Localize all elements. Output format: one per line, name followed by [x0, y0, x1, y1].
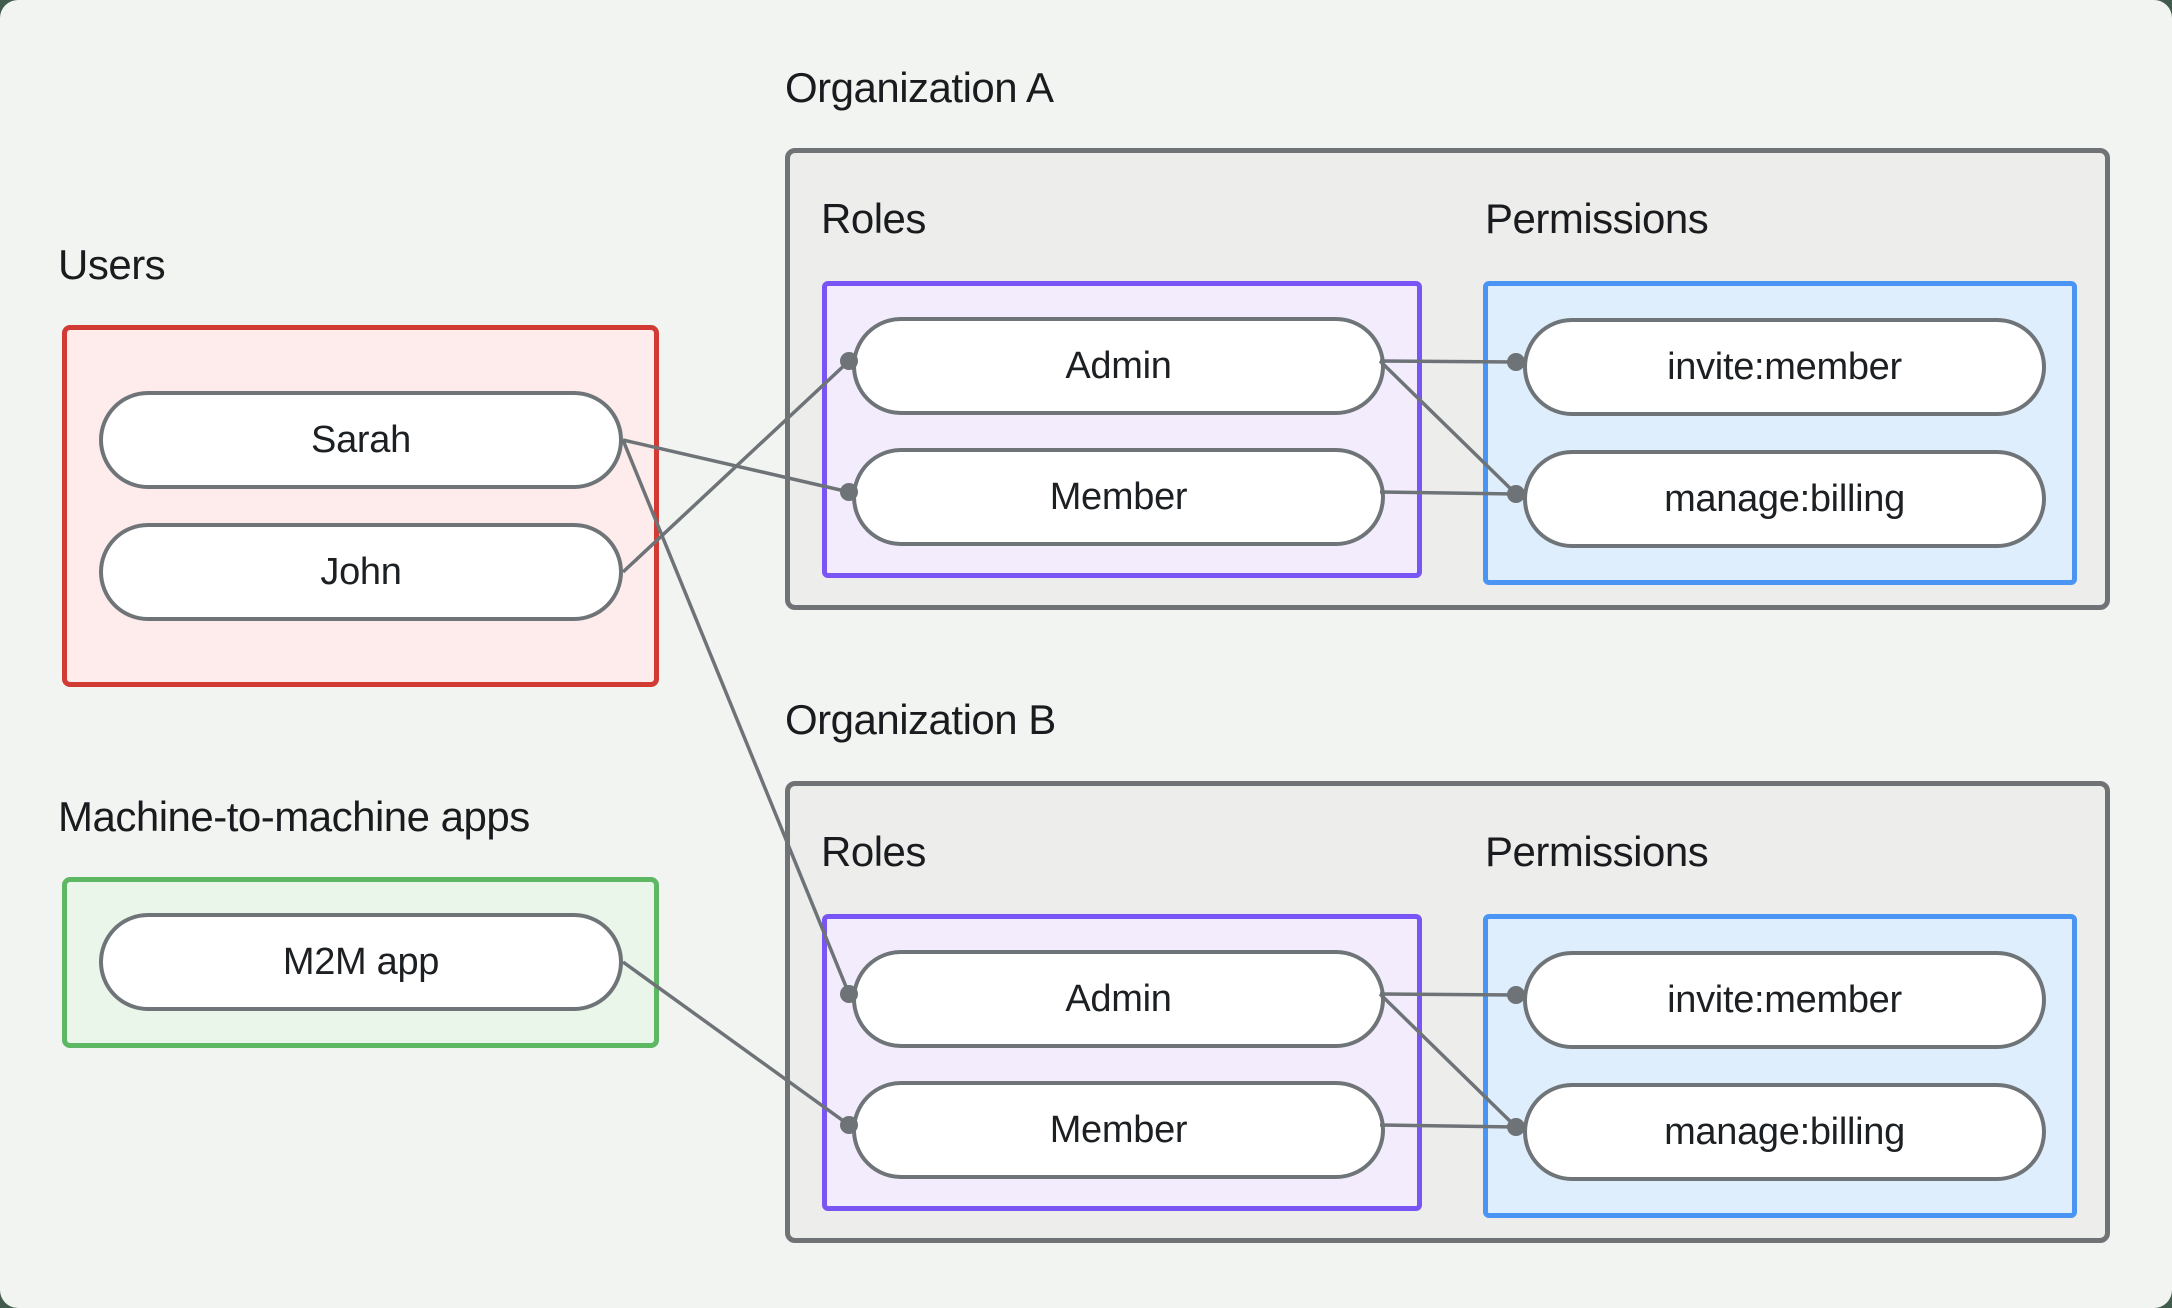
user-pill-john-label: John [320, 550, 402, 593]
org-a-roles-label: Roles [821, 195, 926, 242]
org-a-role-member-label: Member [1049, 475, 1188, 518]
org-a-role-member-pill: Member [852, 448, 1385, 546]
org-a-permissions-label: Permissions [1485, 195, 1709, 242]
org-a-permission-invite-pill: invite:member [1523, 318, 2046, 416]
users-group-box [62, 325, 659, 687]
org-a-permission-manage-pill: manage:billing [1523, 450, 2046, 548]
user-pill-john: John [99, 523, 623, 621]
org-b-roles-label: Roles [821, 828, 926, 875]
user-pill-sarah: Sarah [99, 391, 623, 489]
users-section-label: Users [58, 241, 166, 288]
org-a-permission-manage-label: manage:billing [1664, 477, 1905, 520]
m2m-app-pill: M2M app [99, 913, 623, 1011]
m2m-app-pill-label: M2M app [282, 940, 440, 983]
org-b-permission-manage-pill: manage:billing [1523, 1083, 2046, 1181]
org-b-permission-invite-pill: invite:member [1523, 951, 2046, 1049]
org-a-box: Roles Permissions Admin Member invite:me… [785, 148, 2110, 610]
org-a-role-admin-pill: Admin [852, 317, 1385, 415]
org-b-permissions-label: Permissions [1485, 828, 1709, 875]
org-b-role-member-label: Member [1049, 1108, 1188, 1151]
org-b-role-member-pill: Member [852, 1081, 1385, 1179]
org-b-permission-invite-label: invite:member [1667, 978, 1902, 1021]
org-b-permission-manage-label: manage:billing [1664, 1110, 1905, 1153]
org-b-role-admin-pill: Admin [852, 950, 1385, 1048]
org-b-title: Organization B [785, 696, 1056, 743]
org-b-role-admin-label: Admin [1065, 977, 1172, 1020]
user-pill-sarah-label: Sarah [311, 418, 411, 461]
m2m-section-label: Machine-to-machine apps [58, 793, 530, 840]
org-a-permission-invite-label: invite:member [1667, 345, 1902, 388]
org-b-box: Roles Permissions Admin Member invite:me… [785, 781, 2110, 1243]
org-a-role-admin-label: Admin [1065, 344, 1172, 387]
org-a-title: Organization A [785, 64, 1054, 111]
